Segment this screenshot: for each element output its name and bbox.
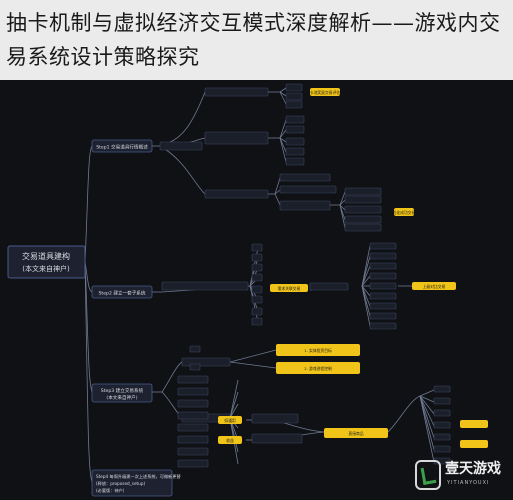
branch-step2[interactable]: Step2 建立一套子系统 bbox=[91, 285, 153, 299]
highlight-top-right-label: 卡池奖励交易评估 bbox=[310, 90, 341, 95]
page-title: 抽卡机制与虚拟经济交互模式深度解析——游戏内交易系统设计策略探究 bbox=[6, 11, 501, 69]
highlight-mid-right: 优化成功交易 bbox=[393, 208, 416, 216]
highlight-mid-center-label: 需求关联交易 bbox=[278, 286, 301, 291]
branch-step3[interactable]: Step3 建立交易系统 (本文来自神户) bbox=[91, 383, 153, 403]
highlight-low-right-2-label: 收益 bbox=[226, 438, 234, 443]
highlight-far-right-bottom bbox=[460, 420, 488, 428]
branch-step4-label-line1: Step4 每周升级建一次上述系统，可做新更替 bbox=[96, 473, 182, 480]
highlight-step3-lower-label: 2. 游戏进程控制 bbox=[304, 366, 332, 371]
logo-icon bbox=[415, 460, 441, 490]
root-node[interactable]: 交易道具建构 (本文来自神户) bbox=[7, 245, 86, 279]
branch-step1-label: Step1 交易道具行情概述 bbox=[96, 144, 148, 151]
highlight-mid-right-label: 优化成功交易 bbox=[393, 210, 416, 215]
highlight-mid-center: 需求关联交易 bbox=[270, 284, 308, 292]
root-label-line2: (本文来自神户) bbox=[22, 264, 70, 273]
highlight-step3-upper-label: 1. 实体投资目标 bbox=[304, 348, 332, 353]
logo-subtext: YITIANYOUXI bbox=[447, 480, 490, 486]
step1-detail-nodes bbox=[159, 83, 382, 232]
title-banner: 抽卡机制与虚拟经济交互模式深度解析——游戏内交易系统设计策略探究 bbox=[0, 0, 513, 80]
branch-step1[interactable]: Step1 交易道具行情概述 bbox=[91, 139, 153, 153]
step3-detail-nodes bbox=[177, 345, 451, 468]
branch-step3-label-line1: Step3 建立交易系统 bbox=[101, 387, 144, 394]
root-label-line1: 交易道具建构 bbox=[22, 251, 70, 261]
highlight-top-right: 卡池奖励交易评估 bbox=[310, 88, 341, 96]
highlight-low-right-1: 如通用 bbox=[218, 416, 242, 424]
highlight-low-right-1-label: 如通用 bbox=[224, 418, 236, 423]
watermark-logo: 壹天游戏 YITIANYOUXI bbox=[413, 456, 509, 498]
highlight-bottom-right-label: 上级对比交易 bbox=[423, 284, 446, 289]
branch-step4-label-line3: (必要版：神户） bbox=[96, 487, 127, 494]
highlight-low-right-2: 收益 bbox=[218, 436, 242, 444]
highlight-bottom-center: 直接商品 bbox=[324, 428, 388, 438]
highlight-step3-upper: 1. 实体投资目标 bbox=[276, 344, 360, 356]
branch-step2-label: Step2 建立一套子系统 bbox=[99, 290, 146, 297]
branch-step4-label-line2: (释放：proposed_setup) bbox=[96, 480, 145, 487]
highlight-bottom-right: 上级对比交易 bbox=[412, 282, 456, 290]
branch-step3-label-line2: (本文来自神户) bbox=[106, 394, 137, 401]
logo-name: 壹天游戏 bbox=[445, 461, 501, 477]
mind-map-diagram: 交易道具建构 (本文来自神户) Step1 交易道具行情概述 Step2 建立一… bbox=[7, 83, 488, 497]
highlight-far-right-bottom-2 bbox=[460, 440, 488, 448]
highlight-bottom-center-label: 直接商品 bbox=[348, 431, 363, 436]
step2-detail-nodes bbox=[161, 242, 397, 330]
branch-step4[interactable]: Step4 每周升级建一次上述系统，可做新更替 (释放：proposed_set… bbox=[91, 469, 182, 497]
highlight-step3-lower: 2. 游戏进程控制 bbox=[276, 362, 360, 374]
highlight-nodes[interactable]: 卡池奖励交易评估 优化成功交易 需求关联交易 上级对比交易 1. 实体投资目标 … bbox=[218, 88, 488, 448]
